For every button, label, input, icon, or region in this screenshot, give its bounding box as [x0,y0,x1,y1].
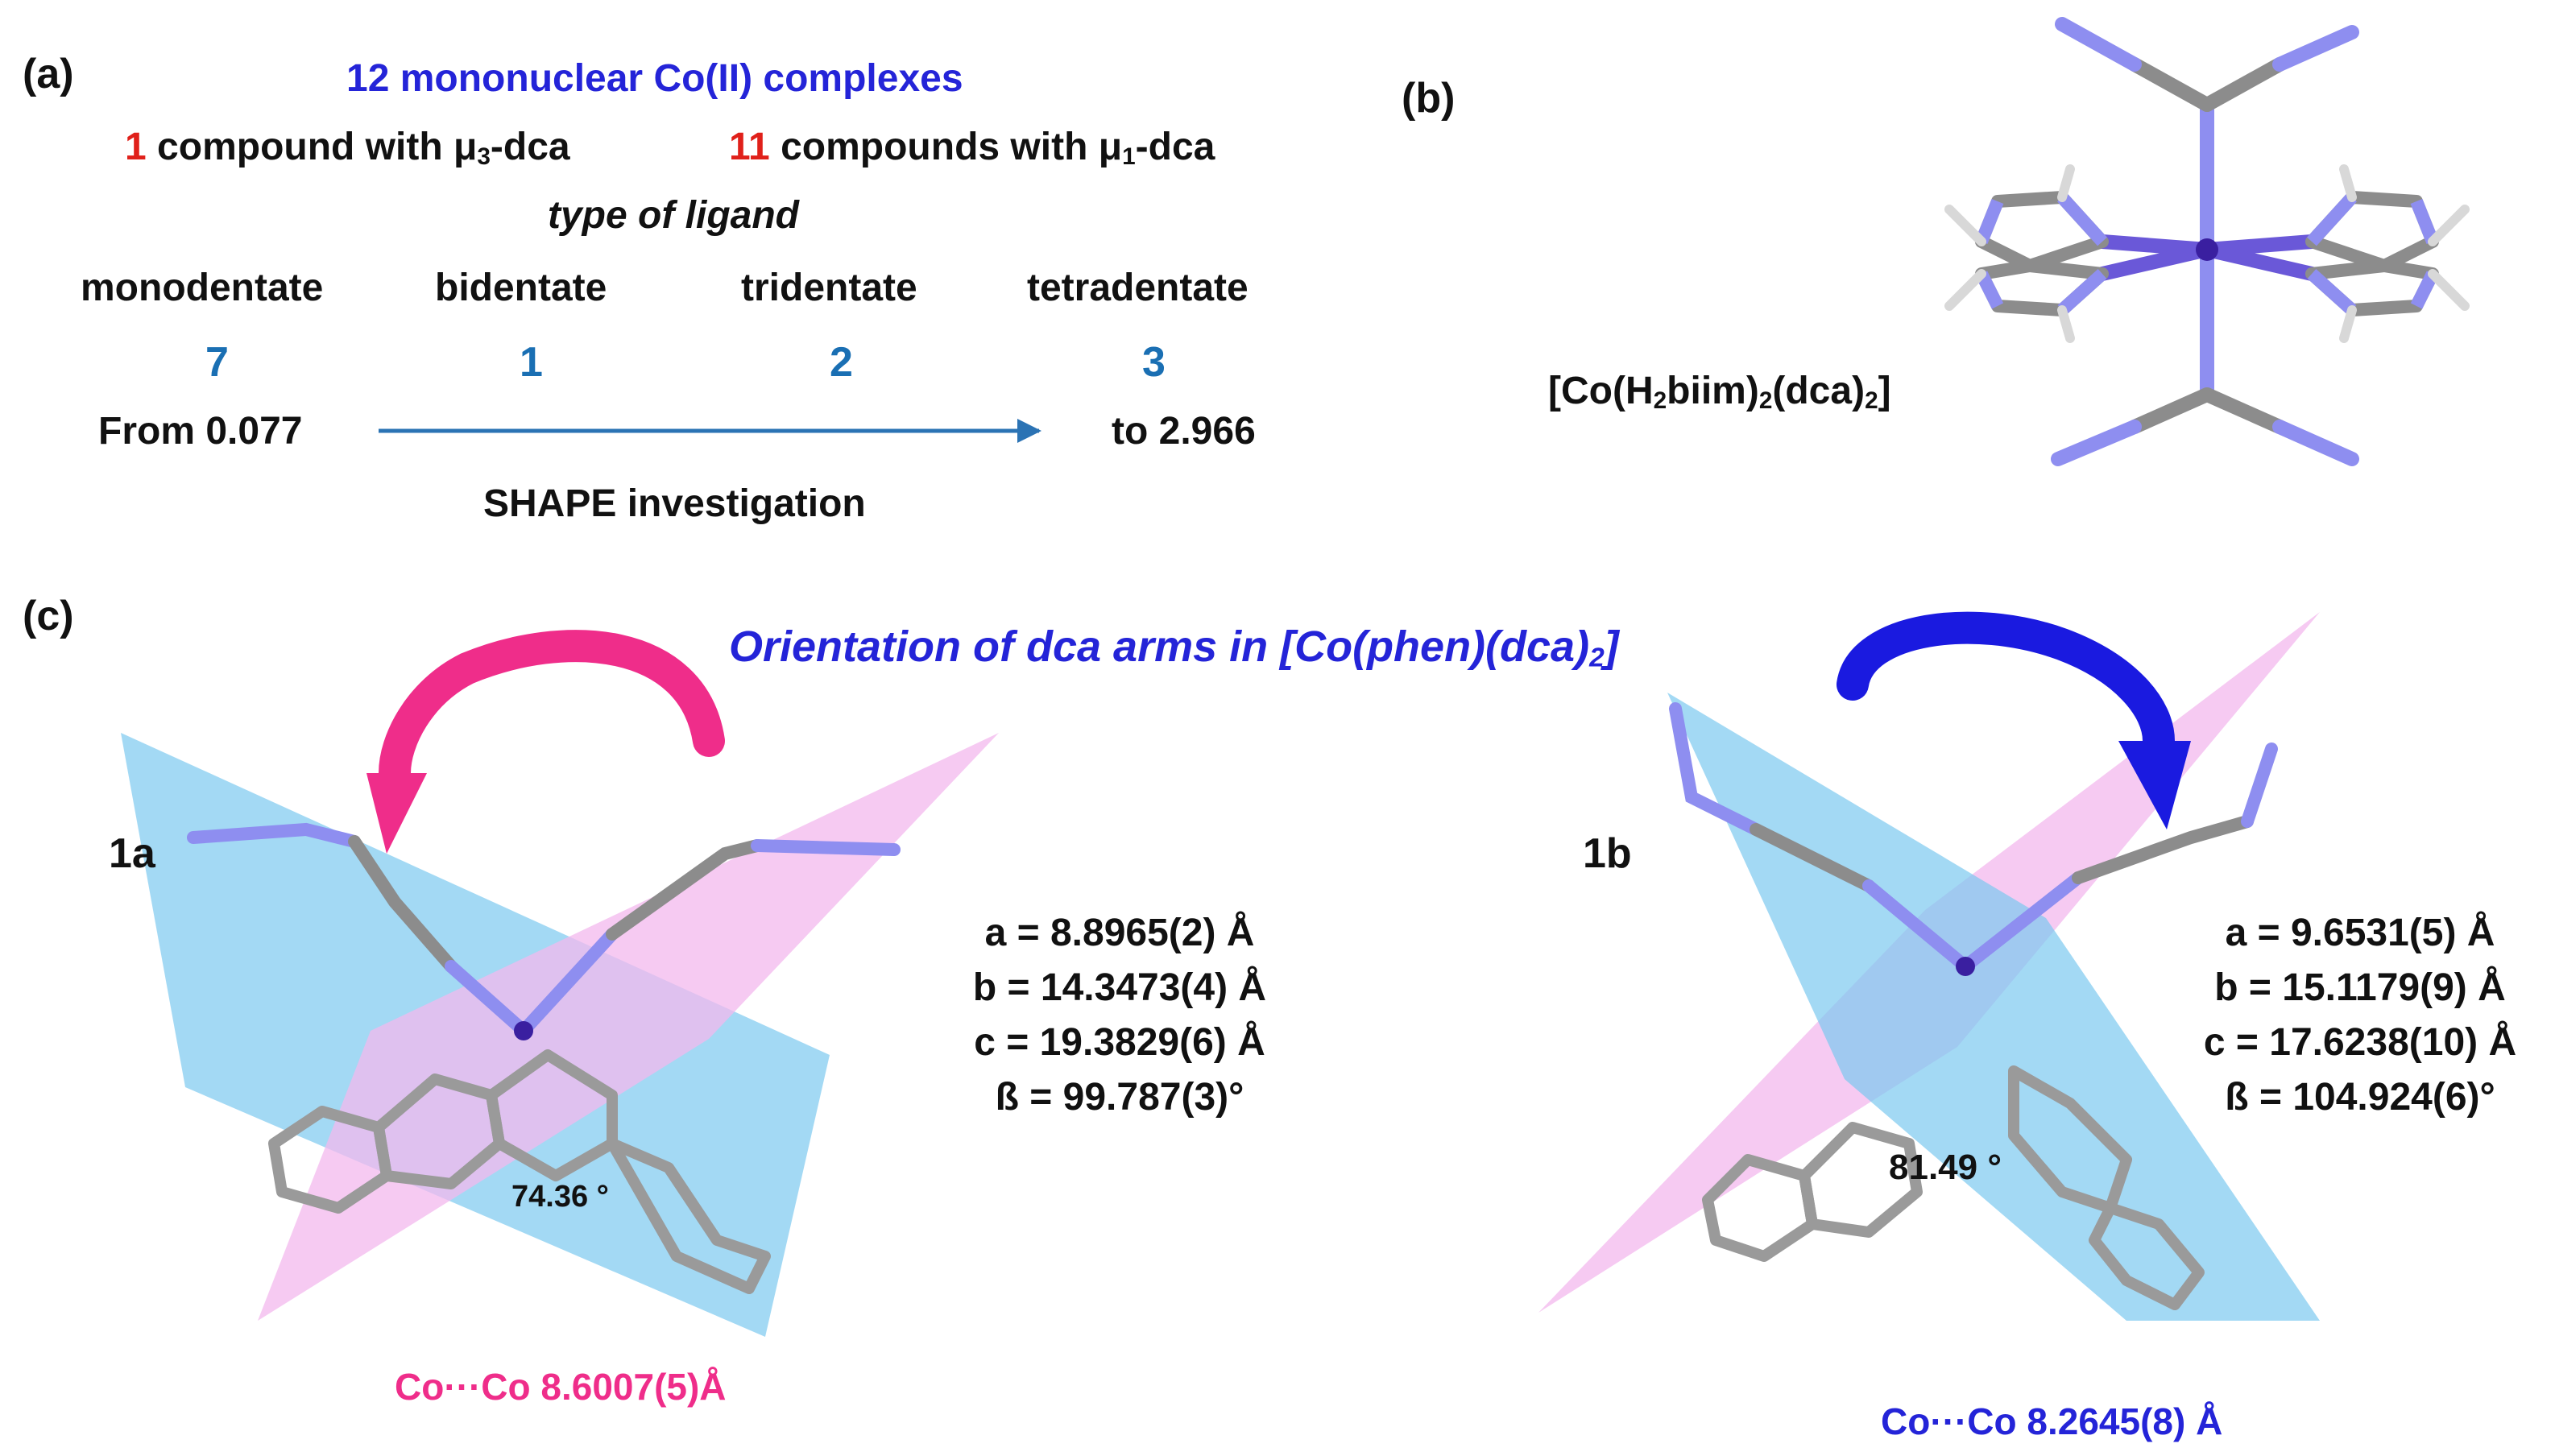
panel-c-label: (c) [23,593,74,639]
panel-c-title-sub: 2 [1589,643,1605,673]
range-to: to 2.966 [1112,410,1256,453]
mu1-line: 11 compounds with μ1-dca [729,125,1215,171]
cell-params-1a: a = 8.8965(2) Å b = 14.3473(4) Å c = 19.… [950,906,1289,1125]
angle-1a: 74.36 ° [511,1180,609,1214]
coco-1b: Co···Co 8.2645(8) Å [1881,1400,2223,1442]
formula-sub: 2 [1653,387,1667,414]
cell-params-1b: a = 9.6531(5) Å b = 15.1179(9) Å c = 17.… [2175,906,2545,1125]
panel-c-title: Orientation of dca arms in [Co(phen)(dca… [729,622,1619,674]
ligand-tetradentate: tetradentate [1027,267,1249,309]
cell-a-1b: a = 9.6531(5) Å [2225,912,2495,954]
formula-part: biim) [1667,370,1759,412]
structure-1a [121,733,999,1337]
mu1-text: compounds with μ [781,126,1123,168]
mu3-suffix: -dca [490,126,570,168]
ligand-type-title: type of ligand [548,194,799,237]
panel-a-label: (a) [23,51,74,97]
mu1-sub: 1 [1122,143,1136,170]
mu3-line: 1 compound with μ3-dca [125,125,570,171]
formula-part: [Co(H [1548,370,1654,412]
panel-b-label: (b) [1402,75,1456,122]
count-bidentate: 1 [520,339,543,386]
cell-b-1b: b = 15.1179(9) Å [2214,966,2506,1009]
rotation-arrow-blue [1837,611,2175,757]
mu1-suffix: -dca [1135,126,1215,168]
angle-1b: 81.49 ° [1889,1148,2002,1187]
cell-b-1a: b = 14.3473(4) Å [972,966,1267,1009]
panel-c-title-main: Orientation of dca arms in [Co(phen)(dca… [729,623,1590,671]
formula-part: ] [1878,370,1891,412]
cell-beta-1b: ß = 104.924(6)° [2225,1076,2495,1119]
range-from: From 0.077 [98,410,303,453]
shape-label: SHAPE investigation [483,482,866,525]
cell-beta-1a: ß = 99.787(3)° [995,1076,1244,1119]
structure-1b [1538,612,2320,1321]
mu3-count: 1 [125,126,147,168]
count-tetradentate: 3 [1142,339,1166,386]
panel-a-title: 12 mononuclear Co(II) complexes [346,57,963,100]
cell-c-1b: c = 17.6238(10) Å [2203,1021,2517,1064]
panel-c-title-end: ] [1604,623,1619,671]
plane-pink-1a [258,733,999,1321]
coco-1a: Co···Co 8.6007(5)Å [395,1366,727,1408]
ligand-bidentate: bidentate [435,267,607,309]
mu1-count: 11 [729,126,770,168]
ligand-monodentate: monodentate [81,267,324,309]
label-1b: 1b [1583,830,1632,877]
count-monodentate: 7 [205,339,229,386]
rotation-arrow-pink [379,630,725,789]
formula-part: (dca) [1772,370,1866,412]
cell-c-1a: c = 19.3829(6) Å [974,1021,1265,1064]
mu3-sub: 3 [477,143,491,170]
plane-blue-1b [1667,693,2320,1321]
label-1a: 1a [109,830,155,877]
panel-b-formula: [Co(H2biim)2(dca)2] [1548,369,1891,415]
formula-sub: 2 [1865,387,1878,414]
count-tridentate: 2 [830,339,853,386]
formula-sub: 2 [1758,387,1773,414]
mu3-text: compound with μ [157,126,478,168]
co-biim-molecule [1944,17,2470,466]
cell-a-1a: a = 8.8965(2) Å [984,912,1255,954]
ligand-tridentate: tridentate [741,267,917,309]
